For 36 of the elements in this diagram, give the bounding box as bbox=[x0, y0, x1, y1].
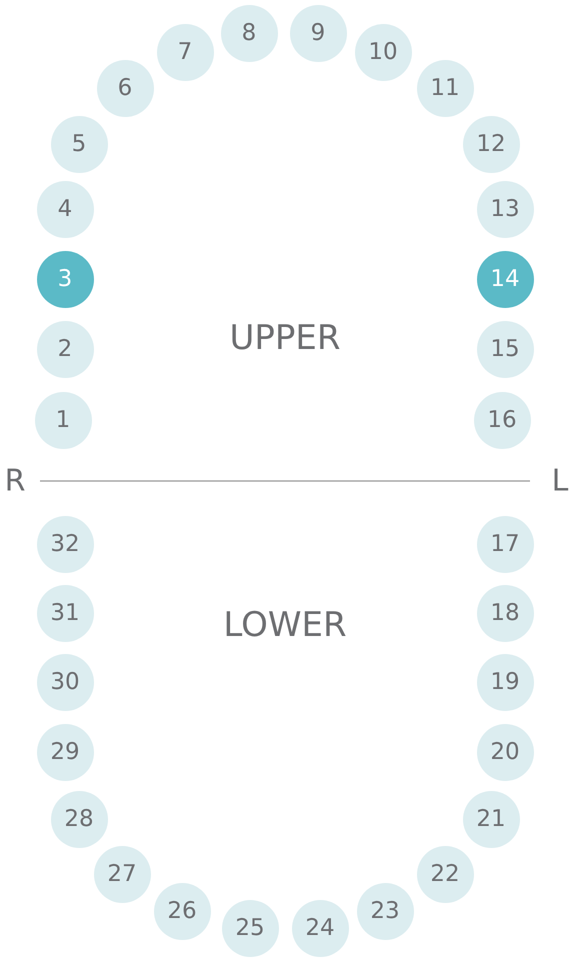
tooth-circle: 20 bbox=[476, 724, 534, 780]
side-label: R bbox=[4, 464, 26, 498]
region-label: LOWER bbox=[223, 605, 347, 645]
highlighted-tooth-circle: 3 bbox=[36, 250, 94, 308]
tooth-circle: 23 bbox=[356, 882, 414, 940]
tooth-circle: 30 bbox=[36, 654, 94, 710]
tooth-circle: 22 bbox=[416, 846, 474, 902]
tooth-circle: 29 bbox=[36, 724, 94, 780]
tooth-circle: 2 bbox=[36, 320, 94, 378]
tooth-circle: 19 bbox=[476, 654, 534, 710]
tooth-circle: 24 bbox=[292, 900, 348, 956]
tooth-circle: 9 bbox=[290, 4, 346, 62]
tooth-circle: 12 bbox=[462, 116, 520, 172]
tooth-circle: 10 bbox=[354, 24, 412, 80]
tooth-circle: 16 bbox=[474, 392, 530, 448]
tooth-circle: 27 bbox=[94, 846, 150, 902]
tooth-circle: 32 bbox=[36, 516, 94, 572]
tooth-circle: 26 bbox=[154, 882, 210, 940]
tooth-circle: 21 bbox=[462, 790, 520, 848]
tooth-circle: 25 bbox=[222, 900, 278, 956]
side-label: L bbox=[552, 464, 568, 498]
tooth-circle: 8 bbox=[220, 4, 278, 62]
tooth-circle: 11 bbox=[416, 60, 474, 116]
tooth-circle: 6 bbox=[96, 60, 154, 116]
tooth-circle: 7 bbox=[156, 24, 214, 80]
tooth-circle: 17 bbox=[476, 516, 534, 572]
tooth-circle: 5 bbox=[50, 116, 108, 172]
tooth-circle: 13 bbox=[476, 180, 534, 238]
tooth-circle: 4 bbox=[36, 180, 94, 238]
region-label: UPPER bbox=[230, 318, 340, 358]
highlighted-tooth-circle: 14 bbox=[476, 250, 534, 308]
tooth-circle: 18 bbox=[476, 584, 534, 642]
tooth-circle: 31 bbox=[36, 584, 94, 642]
tooth-circle: 28 bbox=[50, 790, 108, 848]
tooth-circle: 1 bbox=[34, 392, 92, 448]
tooth-circle: 15 bbox=[476, 320, 534, 378]
